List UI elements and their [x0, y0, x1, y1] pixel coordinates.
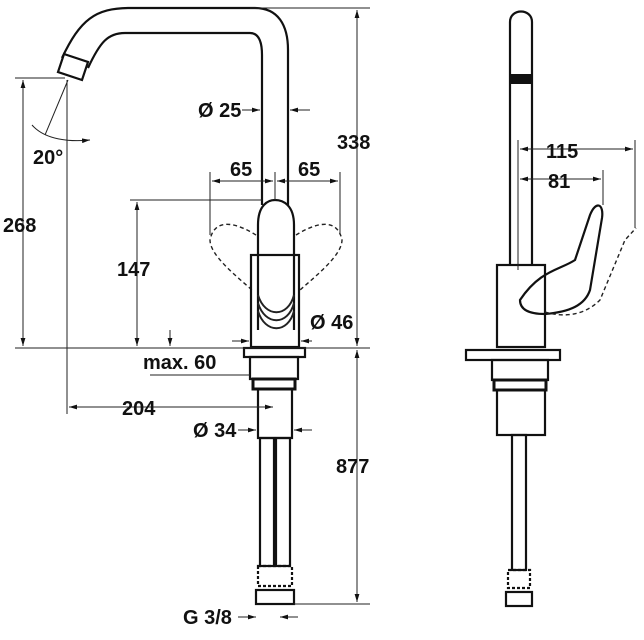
nut — [251, 377, 297, 391]
dim-lever-offset: 81 — [548, 171, 570, 193]
dim-outlet-height: 268 — [3, 215, 36, 237]
aerator — [56, 52, 90, 82]
side-shank — [495, 388, 547, 437]
shank — [256, 387, 294, 440]
side-body — [495, 263, 547, 349]
hose-left — [258, 436, 276, 568]
side-spout — [508, 10, 534, 265]
lever — [256, 198, 296, 330]
connector — [254, 588, 296, 606]
dim-height-total: 338 — [337, 132, 370, 154]
spout-inner — [87, 31, 264, 205]
lever-grooves — [257, 294, 295, 330]
side-connector — [504, 590, 534, 608]
dim-reach: 204 — [122, 398, 156, 420]
dim-body-diameter: Ø 46 — [310, 312, 353, 334]
dim-shank-diameter: Ø 34 — [193, 420, 237, 442]
dim-hose-length: 877 — [336, 456, 369, 478]
dim-lever-left: 65 — [230, 159, 252, 181]
dim-lever-height: 147 — [117, 259, 150, 281]
side-fitting — [506, 568, 532, 590]
spout — [61, 6, 290, 205]
dim-max-deck: max. 60 — [143, 352, 216, 374]
fitting — [256, 564, 294, 588]
lever-rotated-left — [209, 223, 257, 291]
side-view: 115 81 — [464, 10, 637, 608]
side-hose — [510, 433, 528, 572]
dim-lever-reach: 115 — [546, 141, 578, 163]
front-view: 338 Ø 25 20° 65 65 268 147 Ø 46 max. 60 … — [3, 6, 370, 629]
side-aerator — [510, 74, 532, 84]
base-plate — [242, 346, 307, 359]
dim-lever-right: 65 — [298, 159, 320, 181]
dim-spout-diameter: Ø 25 — [198, 100, 241, 122]
side-thread — [490, 358, 550, 382]
thread-ring — [248, 355, 300, 381]
side-lever — [518, 204, 604, 316]
side-nut — [492, 378, 548, 392]
side-base-plate — [464, 348, 562, 362]
lever-rotated-right — [295, 223, 343, 291]
side-lever-rotated — [544, 227, 637, 316]
hose-right — [274, 436, 292, 568]
dim-spout-angle: 20° — [33, 147, 63, 169]
dim-connection-thread: G 3/8 — [183, 607, 232, 629]
